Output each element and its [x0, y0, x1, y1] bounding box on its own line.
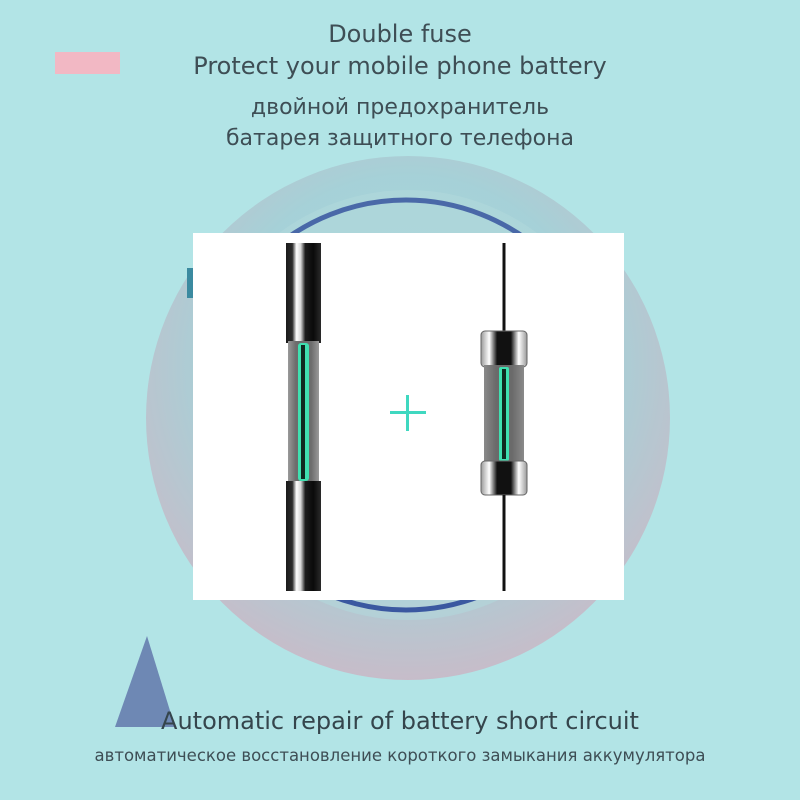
title-en-line2: Protect your mobile phone battery	[193, 52, 607, 80]
large-fuse	[286, 243, 321, 591]
small-fuse	[480, 243, 528, 591]
plus-icon	[390, 395, 426, 431]
small-fuse-cap-bottom	[480, 460, 528, 496]
fuse-illustration	[286, 243, 528, 591]
large-fuse-cap-bottom	[286, 481, 321, 591]
title-en-line1: Double fuse	[328, 20, 472, 48]
pink-bar-decoration	[55, 52, 120, 74]
caption-en: Automatic repair of battery short circui…	[161, 707, 639, 735]
teal-square-decoration	[187, 268, 197, 298]
title-ru-line1: двойной предохранитель	[250, 95, 550, 120]
large-fuse-cap-top	[286, 243, 321, 343]
caption-ru: автоматическое восстановление короткого …	[94, 746, 706, 765]
title-ru-line2: батарея защитного телефона	[225, 126, 575, 151]
fuse-image-panel	[193, 233, 624, 600]
blue-triangle-decoration	[115, 636, 175, 727]
small-fuse-cap-top	[480, 330, 528, 368]
